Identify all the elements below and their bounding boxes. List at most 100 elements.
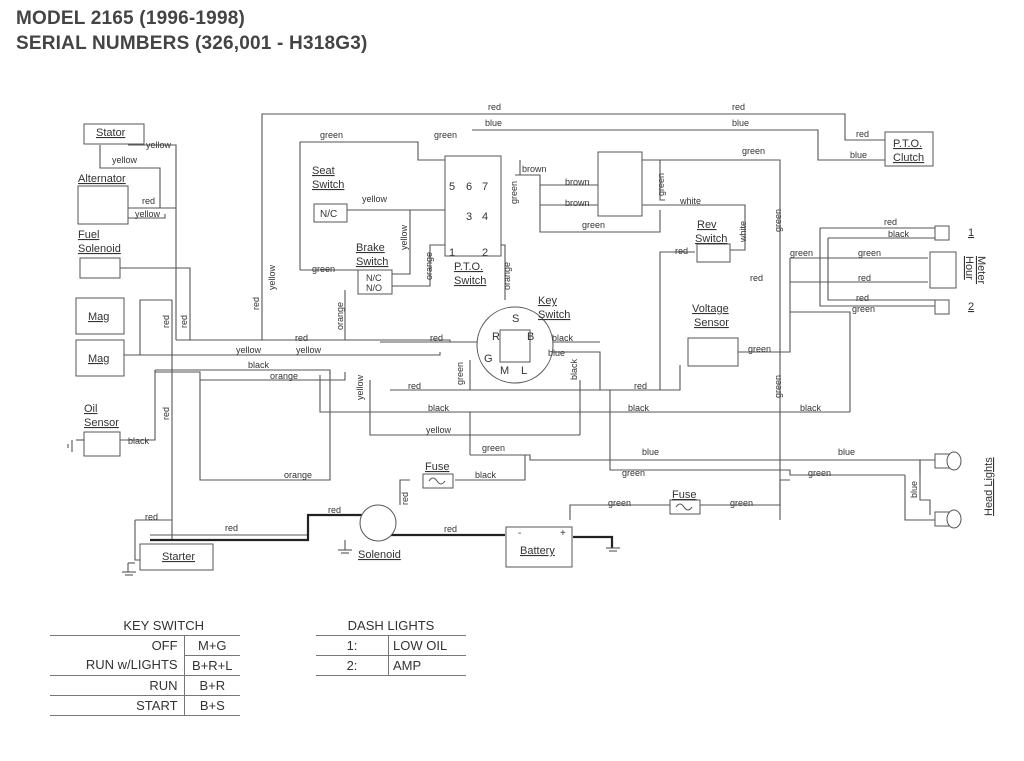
mag-label-1: Mag <box>88 311 109 323</box>
wire-label: green <box>509 181 519 204</box>
wire-label: red <box>142 196 155 206</box>
wire-label: red <box>161 407 171 420</box>
fuse-symbol-2 <box>675 503 693 511</box>
wire-label: green <box>748 344 771 354</box>
key-switch-contacts: B+R+L <box>183 655 240 676</box>
dash-lights-table-title: DASH LIGHTS <box>316 616 466 636</box>
wire-label: red <box>488 102 501 112</box>
brake-switch-label-2: Switch <box>356 256 388 268</box>
wire-label: green <box>312 264 335 274</box>
wires <box>76 113 940 564</box>
dash-lights-table: DASH LIGHTS 1: LOW OIL 2: AMP <box>316 616 466 676</box>
key-terminal-r: R <box>492 331 500 343</box>
key-switch-contacts: B+S <box>183 695 240 716</box>
pto-switch-label-2: Switch <box>454 275 486 287</box>
wire-label: orange <box>335 302 345 330</box>
key-terminal-l: L <box>521 365 527 377</box>
wire-label: white <box>738 221 748 243</box>
hour-meter-box <box>929 251 957 289</box>
wire-label: black <box>569 358 579 380</box>
wire-label: red <box>430 333 443 343</box>
pto-pin-3: 3 <box>466 211 472 223</box>
alternator-label: Alternator <box>78 173 126 185</box>
wire-label: green <box>482 443 505 453</box>
wire-label: orange <box>270 371 298 381</box>
brake-switch-label-1: Brake <box>356 242 385 254</box>
key-switch-contacts: M+G <box>183 635 240 656</box>
wire-label: yellow <box>112 155 138 165</box>
wire-label: red <box>884 217 897 227</box>
ground-symbols <box>67 440 620 576</box>
voltage-sensor-label-2: Sensor <box>694 317 729 329</box>
wire-label: black <box>128 436 150 446</box>
wire-label: red <box>161 315 171 328</box>
wire-label: green <box>656 173 666 196</box>
wire-label: red <box>408 381 421 391</box>
key-switch-mode: RUN <box>50 675 185 696</box>
dash-lamp-2 <box>934 299 950 315</box>
wire-label: black <box>628 403 650 413</box>
head-lamp-lens-2 <box>946 509 962 529</box>
table-row: RUN B+R <box>50 675 240 696</box>
fuse-box-1 <box>422 473 454 489</box>
wire-label: black <box>888 229 910 239</box>
oil-sensor-box <box>83 431 121 457</box>
wire-label: red <box>225 523 238 533</box>
wire-label: yellow <box>296 345 322 355</box>
pto-pin-4: 4 <box>482 211 488 223</box>
wire-label: green <box>742 146 765 156</box>
table-row: OFF M+G <box>50 635 240 656</box>
mag-box-2 <box>75 339 125 377</box>
key-switch-contacts: B+R <box>183 675 240 696</box>
solenoid-label: Solenoid <box>358 549 401 561</box>
key-switch-table-title: KEY SWITCH <box>50 616 240 636</box>
pto-switch-box <box>444 155 502 257</box>
pto-pin-6: 6 <box>466 181 472 193</box>
stator-label: Stator <box>96 127 126 139</box>
wire-label: red <box>295 333 308 343</box>
wire-label: orange <box>502 262 512 290</box>
brake-switch-no: N/O <box>366 283 382 293</box>
wire-label: red <box>251 297 261 310</box>
wire-label: red <box>750 273 763 283</box>
wire-label: green <box>455 362 465 385</box>
table-row: 1: LOW OIL <box>316 635 466 656</box>
fuse-label-2: Fuse <box>672 489 696 501</box>
wire-label: orange <box>424 252 434 280</box>
key-terminal-b: B <box>527 331 534 343</box>
wire-label: blue <box>548 348 565 358</box>
component-labels: Stator Alternator Fuel Solenoid Mag Mag … <box>78 127 995 563</box>
rev-switch-label-2: Switch <box>695 233 727 245</box>
wire-label: white <box>679 196 701 206</box>
rev-switch-label-1: Rev <box>697 219 717 231</box>
serial-numbers: SERIAL NUMBERS (326,001 - H318G3) <box>16 33 368 54</box>
wire-label: red <box>145 512 158 522</box>
wire-label: red <box>858 273 871 283</box>
wire-label: yellow <box>267 264 277 290</box>
wire-label: red <box>328 505 341 515</box>
wire-label: red <box>856 129 869 139</box>
wire-label: yellow <box>355 374 365 400</box>
dash-lamp-1 <box>934 225 950 241</box>
fuel-solenoid-label-2: Solenoid <box>78 243 121 255</box>
wire-label: green <box>608 498 631 508</box>
mag-box-1 <box>75 297 125 335</box>
key-switch-mode: OFF <box>151 637 178 653</box>
wire-label: green <box>852 304 875 314</box>
pto-pin-1: 1 <box>449 247 455 259</box>
battery-pos: + <box>560 528 566 539</box>
wire-label: green <box>434 130 457 140</box>
oil-sensor-label-2: Sensor <box>84 417 119 429</box>
key-switch-table: KEY SWITCH OFF M+G RUN w/LIGHTS B+R+L RU… <box>50 616 240 716</box>
wire-label: yellow <box>146 140 172 150</box>
table-row: 2: AMP <box>316 655 466 676</box>
wire-label: green <box>320 130 343 140</box>
wire-label: red <box>179 315 189 328</box>
wire-label: green <box>730 498 753 508</box>
solenoid-circle <box>359 504 397 542</box>
wire-label: green <box>808 468 831 478</box>
rev-switch-box <box>696 243 731 263</box>
key-terminal-m: M <box>500 365 509 377</box>
key-switch-label-2: Switch <box>538 309 570 321</box>
